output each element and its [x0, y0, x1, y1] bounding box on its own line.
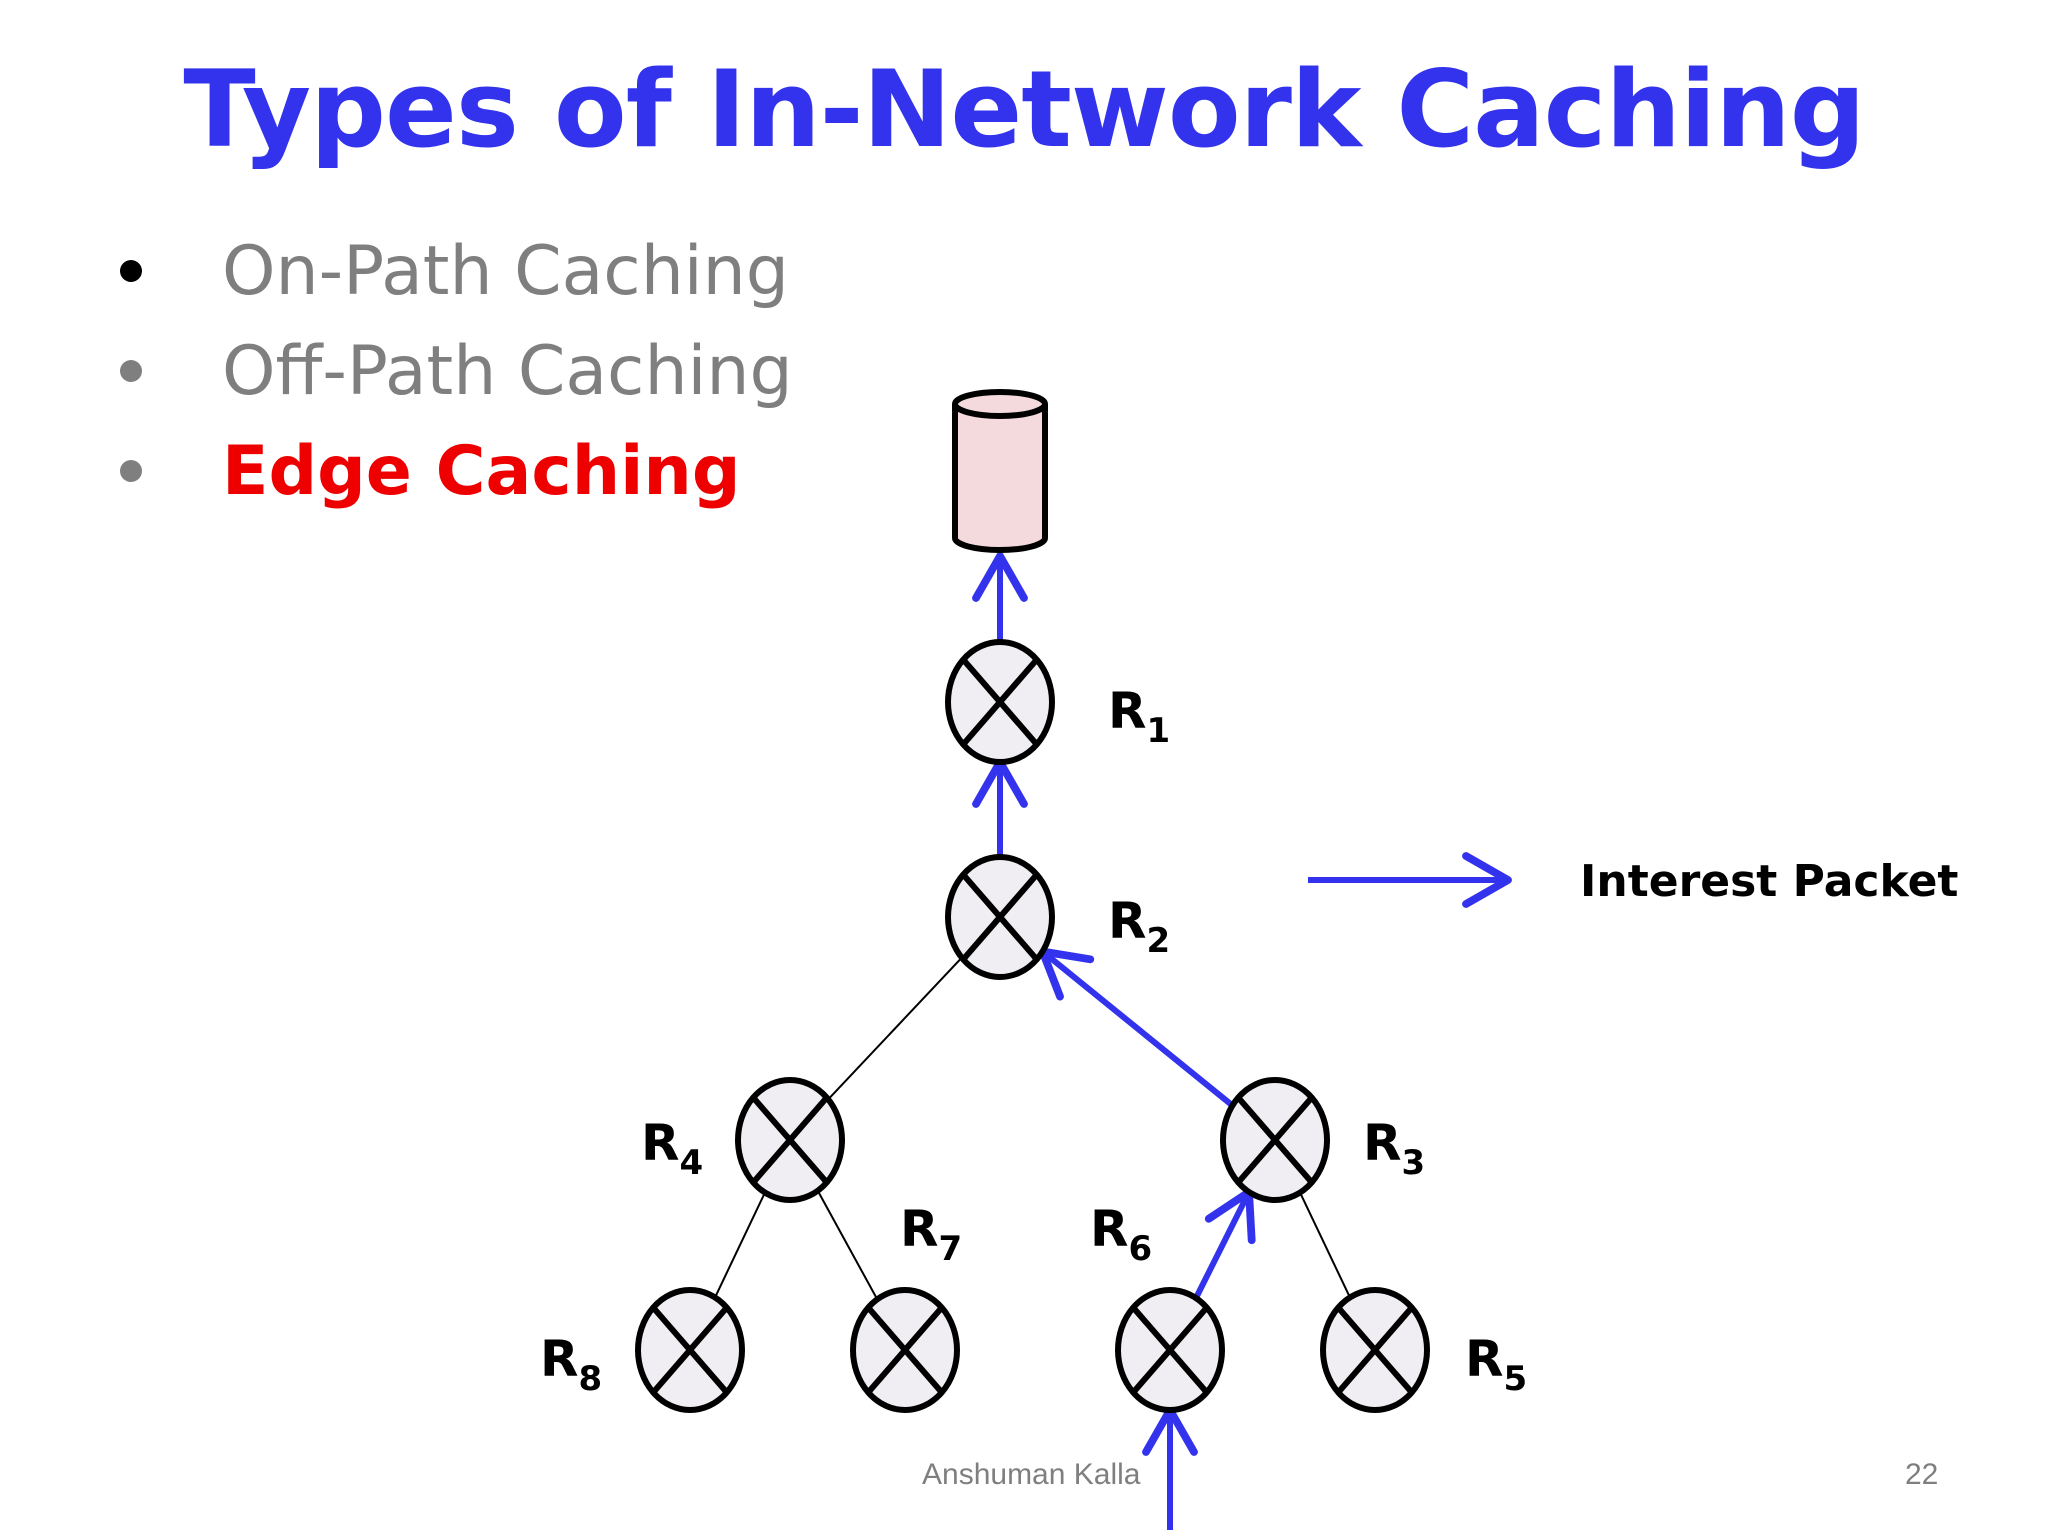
router-label-r4: R4 [641, 1114, 703, 1183]
interest-arrow-r3-to-r2 [1038, 947, 1235, 1108]
bullet-dot-icon [120, 260, 142, 282]
bullet-dot-icon [120, 360, 142, 382]
bullet-on-path-caching: On-Path Caching [120, 222, 793, 322]
bullet-text: Off-Path Caching [222, 332, 793, 411]
bullet-list: On-Path Caching Off-Path Caching Edge Ca… [120, 222, 793, 522]
router-r8-icon [635, 1287, 745, 1413]
router-label-r6: R6 [1090, 1200, 1152, 1269]
bullet-dot-icon [120, 460, 142, 482]
router-r4-icon [735, 1077, 845, 1203]
link-r4-r7 [816, 1190, 879, 1300]
router-label-r2: R2 [1108, 892, 1170, 961]
router-label-r5: R5 [1465, 1330, 1527, 1399]
bullet-text: Edge Caching [222, 432, 741, 511]
legend: Interest Packet [1308, 852, 1958, 908]
router-r2-icon [945, 854, 1055, 980]
slide-title: Types of In-Network Caching [183, 48, 1865, 171]
router-r7-icon [850, 1287, 960, 1413]
router-label-r8: R8 [540, 1330, 602, 1399]
link-r4-r8 [714, 1192, 766, 1298]
router-label-r7: R7 [900, 1200, 962, 1269]
router-r5-icon [1320, 1287, 1430, 1413]
interest-arrow-r6-to-r3 [1193, 1188, 1256, 1300]
database-cylinder-icon [952, 389, 1048, 553]
slide-number: 22 [1905, 1458, 1939, 1491]
router-r1-icon [945, 639, 1055, 765]
link-r2-r4 [827, 956, 963, 1101]
router-label-r3: R3 [1363, 1114, 1425, 1183]
bullet-edge-caching: Edge Caching [120, 422, 793, 522]
bullet-text: On-Path Caching [222, 232, 789, 311]
router-r3-icon [1220, 1077, 1330, 1203]
routers-layer [635, 639, 1430, 1413]
footer-author: Anshuman Kalla [922, 1458, 1141, 1491]
link-r3-r5 [1299, 1192, 1351, 1298]
legend-label: Interest Packet [1580, 856, 1958, 907]
router-r6-icon [1115, 1287, 1225, 1413]
links-layer [714, 552, 1351, 1530]
router-label-r1: R1 [1108, 682, 1170, 751]
bullet-off-path-caching: Off-Path Caching [120, 322, 793, 422]
